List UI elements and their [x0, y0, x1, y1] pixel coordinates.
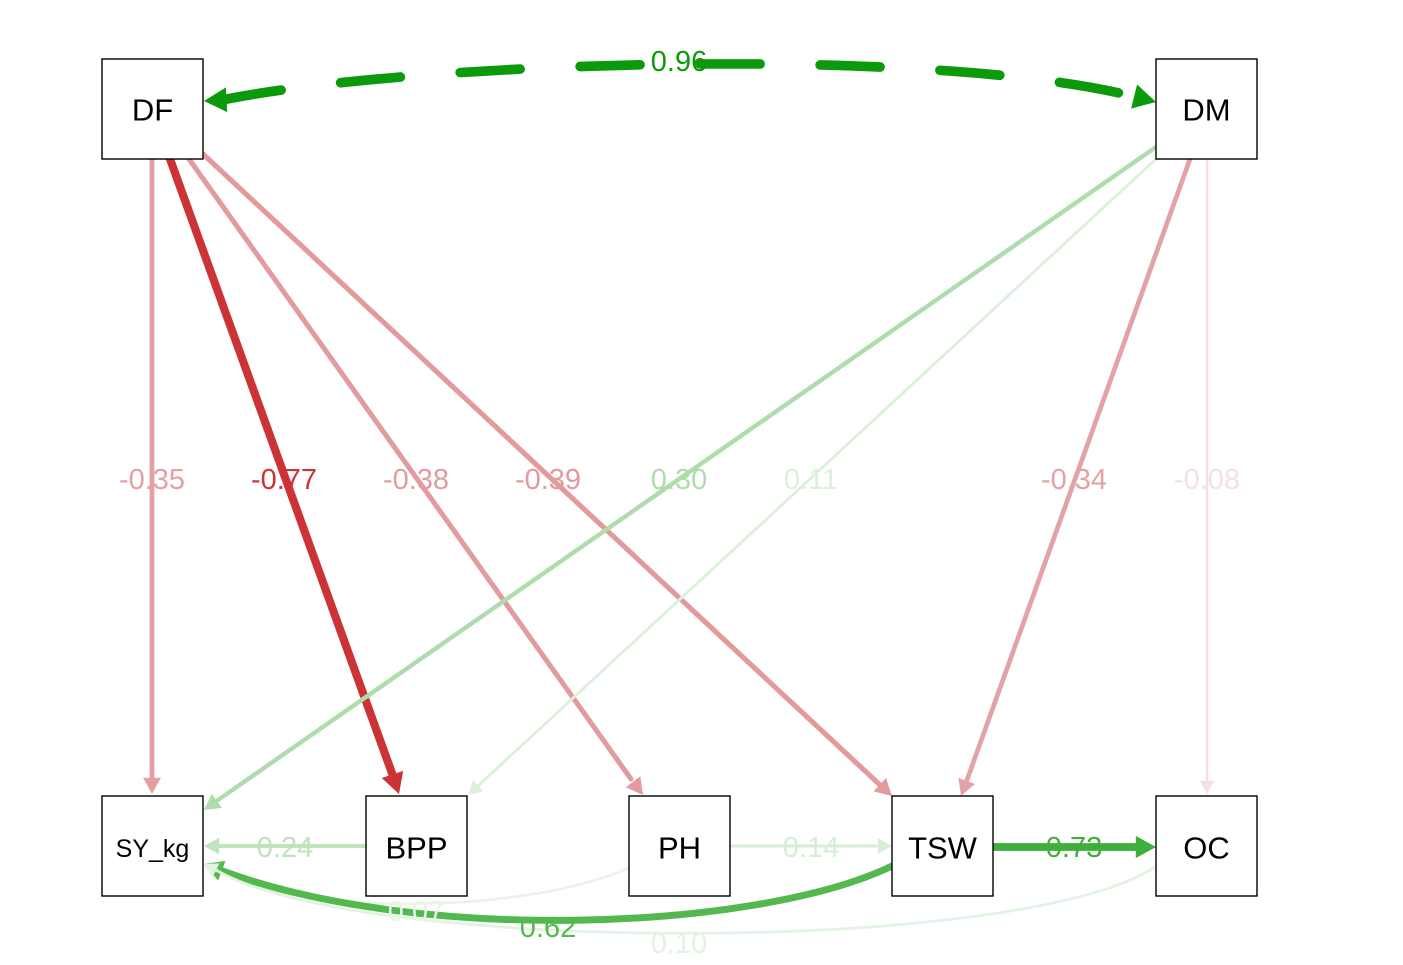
edge-label-oc-sy: 0.10	[651, 928, 707, 960]
edge-label-df-bpp: -0.77	[251, 464, 317, 496]
edge-df-ph	[186, 156, 634, 782]
arrowhead-oc-sy	[204, 863, 220, 877]
node-label-oc: OC	[1183, 831, 1230, 866]
node-label-ph: PH	[658, 831, 701, 866]
edges-layer	[143, 58, 1215, 935]
node-sy-kg: SY_kg	[101, 795, 204, 897]
arrowhead-df-ph	[625, 776, 643, 795]
edge-tsw-sy	[216, 862, 896, 924]
node-label-df: DF	[132, 93, 173, 128]
node-dm: DM	[1155, 58, 1258, 160]
edge-label-df-ph: -0.38	[383, 464, 449, 496]
arrowhead-df-dm-start	[204, 87, 228, 113]
edge-df-bpp	[165, 154, 398, 781]
edge-df-tsw	[200, 151, 882, 787]
arrowhead-bpp-sy	[204, 837, 220, 855]
node-df: DF	[101, 58, 204, 160]
arrowhead-ph-tsw	[877, 838, 892, 854]
edge-label-df-dm: 0.96	[651, 46, 707, 78]
nodes-layer: DF DM SY_kg BPP PH TSW OC	[101, 58, 1258, 897]
edge-label-dm-bpp: 0.11	[784, 464, 838, 496]
node-oc: OC	[1155, 795, 1258, 897]
edge-oc-sy	[214, 864, 1158, 935]
arrowhead-df-sy	[143, 777, 161, 794]
arrowhead-df-dm	[1131, 84, 1156, 109]
edge-dm-bpp	[477, 157, 1158, 787]
node-label-sy-kg: SY_kg	[116, 835, 190, 863]
edge-label-df-sy: -0.35	[119, 464, 185, 496]
node-label-bpp: BPP	[385, 831, 447, 866]
arrowhead-tsw-oc	[1135, 835, 1156, 859]
arrowhead-df-bpp	[381, 770, 404, 794]
node-tsw: TSW	[891, 795, 994, 897]
edge-label-dm-sy: 0.30	[651, 464, 707, 496]
node-bpp: BPP	[365, 795, 468, 897]
edge-label-ph-tsw: 0.14	[783, 832, 839, 864]
arrowhead-df-tsw	[873, 777, 892, 796]
edge-dm-tsw	[964, 156, 1193, 783]
edge-label-tsw-oc: 0.73	[1046, 832, 1102, 864]
edge-labels-layer: -0.35 -0.77 -0.38 -0.39 0.30 0.11 -0.34 -0.08 0.…	[119, 46, 1240, 960]
edge-label-df-tsw: -0.39	[515, 464, 581, 496]
edge-label-ph-sy: 0.07	[388, 896, 444, 928]
arrowhead-dm-sy	[204, 793, 222, 810]
node-ph: PH	[628, 795, 731, 897]
edge-dm-sy	[215, 144, 1159, 803]
edge-label-bpp-sy: 0.24	[257, 832, 313, 864]
arrowhead-dm-tsw	[958, 777, 975, 796]
arrowhead-dm-bpp	[468, 780, 484, 795]
node-label-dm: DM	[1182, 93, 1230, 128]
edge-label-tsw-sy: 0.62	[520, 912, 576, 944]
arrowhead-dm-oc	[1199, 780, 1215, 794]
node-label-tsw: TSW	[908, 831, 978, 866]
edge-label-dm-oc: -0.08	[1174, 464, 1240, 496]
edge-label-dm-tsw: -0.34	[1041, 464, 1107, 496]
